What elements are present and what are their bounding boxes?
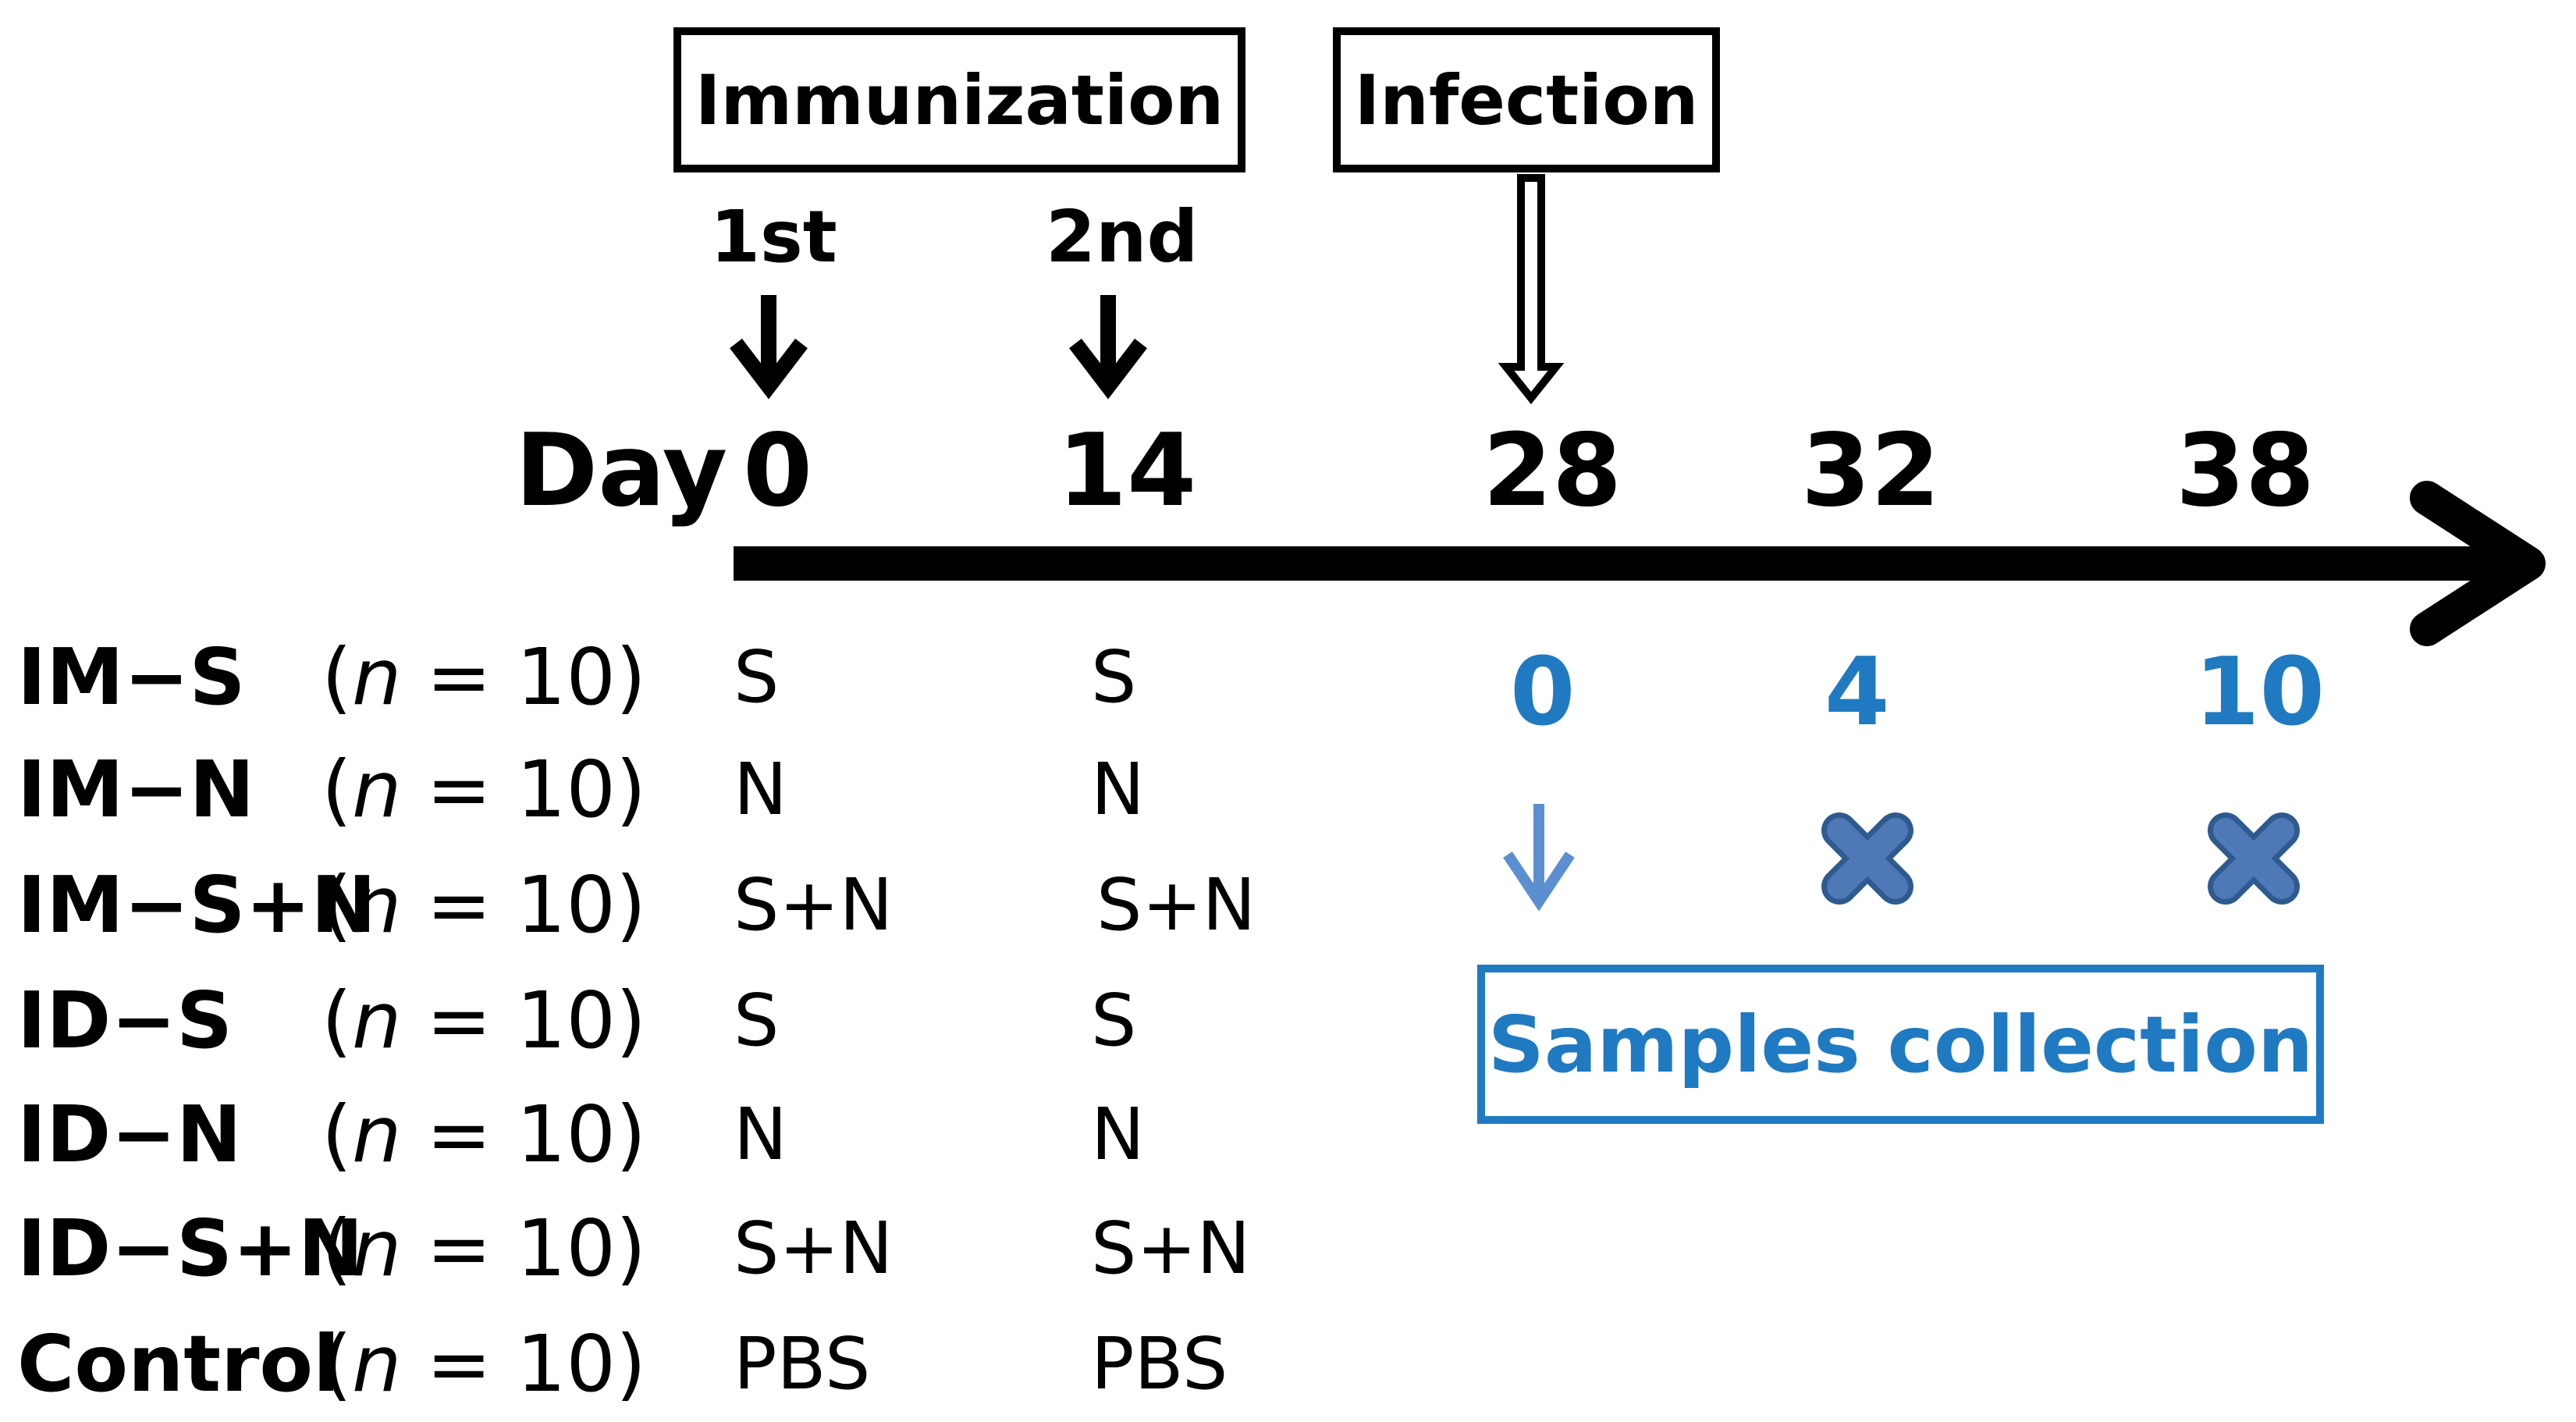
day-tick-0: 0: [743, 413, 813, 529]
samples-collection-label: Samples collection: [1487, 998, 2314, 1090]
arrow-down-icon: [1503, 804, 1575, 912]
sample-day-4: 4: [1825, 638, 1890, 747]
group-name: ID−S: [17, 975, 233, 1066]
day-tick-14: 14: [1057, 413, 1197, 529]
group-size: (n = 10): [322, 631, 647, 723]
immunization-label: Immunization: [695, 59, 1224, 140]
sample-day-0: 0: [1510, 638, 1576, 747]
day-tick-32: 32: [1801, 413, 1941, 529]
group-size: (n = 10): [322, 975, 647, 1066]
group-name: IM−S: [17, 631, 246, 723]
dose-1: S: [734, 635, 780, 719]
dose-2: S: [1091, 979, 1137, 1062]
dose-1: PBS: [734, 1322, 871, 1406]
dose-1: N: [734, 1093, 787, 1176]
timeline-arrow: [734, 481, 2546, 646]
dose-1: S: [734, 979, 780, 1062]
group-size: (n = 10): [322, 1318, 647, 1410]
cross-icon: [2208, 812, 2300, 905]
dose-2: N: [1091, 748, 1145, 831]
immunization-box: Immunization: [673, 27, 1245, 172]
first-dose-arrow-icon: [730, 295, 808, 400]
group-name: Control: [17, 1318, 340, 1410]
dose-2: N: [1091, 1093, 1145, 1176]
group-name: IM−S+N: [17, 859, 377, 951]
dose-1: N: [734, 748, 787, 831]
group-name: ID−S+N: [17, 1203, 364, 1294]
second-dose-label: 2nd: [1046, 195, 1199, 279]
group-name: IM−N: [17, 744, 255, 835]
day-label: Day: [515, 413, 728, 529]
dose-2: S+N: [1091, 1207, 1251, 1290]
dose-1: S+N: [734, 1207, 894, 1290]
group-name: ID−N: [17, 1089, 242, 1180]
day-tick-28: 28: [1483, 413, 1622, 529]
samples-collection-box: Samples collection: [1477, 965, 2324, 1124]
sample-day-10: 10: [2194, 638, 2325, 747]
group-size: (n = 10): [322, 859, 647, 951]
first-dose-label: 1st: [710, 195, 837, 279]
dose-2: PBS: [1091, 1322, 1228, 1406]
group-size: (n = 10): [322, 1203, 647, 1294]
group-size: (n = 10): [322, 744, 647, 835]
dose-1: S+N: [734, 863, 894, 947]
cross-icon: [1821, 812, 1913, 905]
infection-box: Infection: [1333, 27, 1720, 172]
dose-2: S: [1091, 635, 1137, 719]
group-size: (n = 10): [322, 1089, 647, 1180]
day-tick-38: 38: [2176, 413, 2315, 529]
second-dose-arrow-icon: [1069, 295, 1147, 400]
dose-2: S+N: [1096, 863, 1256, 947]
infection-label: Infection: [1354, 59, 1699, 140]
infection-arrow-icon: [1498, 174, 1565, 405]
